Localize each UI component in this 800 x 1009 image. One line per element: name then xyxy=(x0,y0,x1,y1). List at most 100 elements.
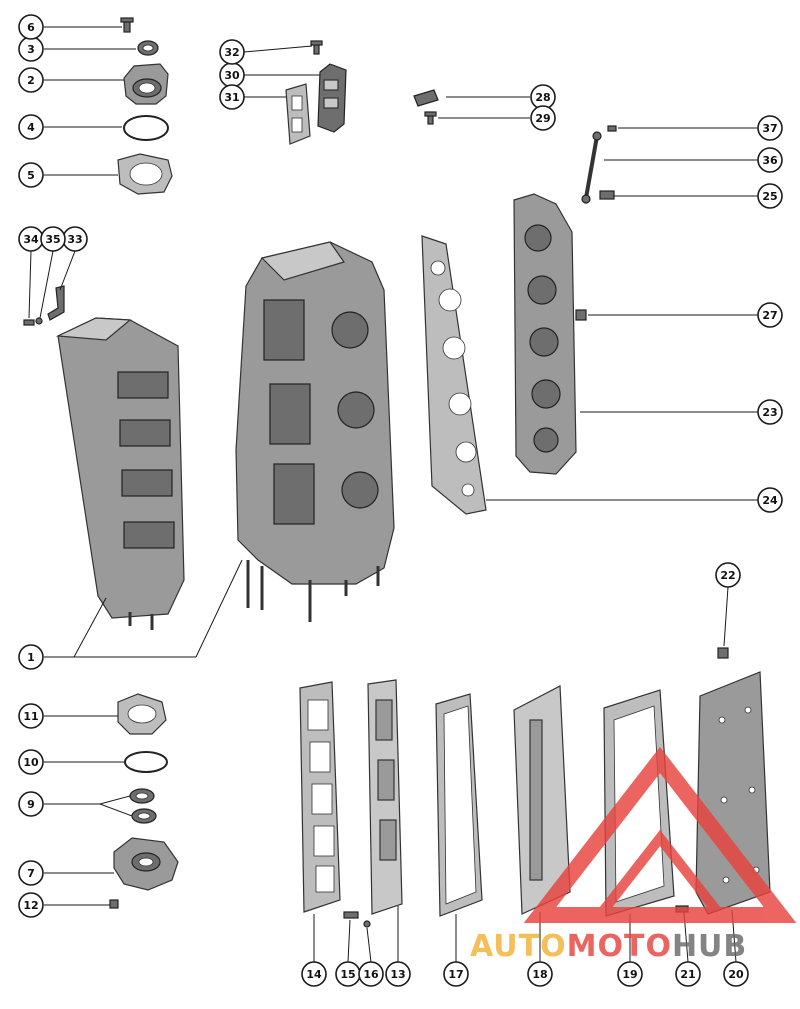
callout-1: 1 xyxy=(18,644,44,670)
gasket-19-drawing xyxy=(603,689,675,917)
callout-circle xyxy=(757,399,783,425)
callout-circle xyxy=(757,302,783,328)
seals-9-drawing xyxy=(129,788,157,824)
watermark-hub: HUB xyxy=(672,929,747,964)
callout-number: 29 xyxy=(535,112,550,125)
callout-circle xyxy=(40,226,66,252)
o-ring-10-drawing xyxy=(124,751,168,773)
seal-3-drawing xyxy=(137,40,159,56)
callout-circle xyxy=(18,644,44,670)
callout-22: 22 xyxy=(715,562,741,588)
screw-29-drawing xyxy=(424,111,437,125)
callout-31: 31 xyxy=(219,84,245,110)
callout-13: 13 xyxy=(385,961,411,987)
callout-32: 32 xyxy=(219,39,245,65)
callout-number: 5 xyxy=(27,169,35,182)
screw-37-drawing xyxy=(607,125,617,132)
callout-18: 18 xyxy=(527,961,553,987)
screw-6-drawing xyxy=(120,17,134,33)
callout-circle xyxy=(385,961,411,987)
callout-number: 23 xyxy=(762,406,777,419)
callout-29: 29 xyxy=(530,105,556,131)
washer-35-drawing xyxy=(35,317,43,325)
callout-number: 20 xyxy=(728,968,744,981)
callout-15: 15 xyxy=(335,961,361,987)
callout-35: 35 xyxy=(40,226,66,252)
callout-number: 14 xyxy=(306,968,322,981)
callout-11: 11 xyxy=(18,703,44,729)
callout-circle xyxy=(715,562,741,588)
callout-28: 28 xyxy=(530,84,556,110)
callout-number: 28 xyxy=(535,91,550,104)
gasket-17-drawing xyxy=(435,693,483,917)
callout-number: 31 xyxy=(224,91,239,104)
callout-16: 16 xyxy=(358,961,384,987)
callout-number: 13 xyxy=(390,968,405,981)
callout-24: 24 xyxy=(757,487,783,513)
callout-circle xyxy=(358,961,384,987)
callout-number: 37 xyxy=(762,122,777,135)
part-drawings xyxy=(23,17,771,928)
callout-17: 17 xyxy=(443,961,469,987)
callout-19: 19 xyxy=(617,961,643,987)
callout-number: 30 xyxy=(224,69,240,82)
callout-37: 37 xyxy=(757,115,783,141)
callout-number: 35 xyxy=(45,233,60,246)
callout-circle xyxy=(530,105,556,131)
callout-circle xyxy=(18,749,44,775)
callout-circle xyxy=(723,961,749,987)
end-cap-7-drawing xyxy=(113,837,179,891)
callout-number: 19 xyxy=(622,968,637,981)
watermark-auto: AUTO xyxy=(470,929,567,964)
bracket-33-drawing xyxy=(47,285,65,321)
callout-circle xyxy=(757,183,783,209)
callout-number: 21 xyxy=(680,968,695,981)
callout-number: 32 xyxy=(224,46,239,59)
callout-number: 9 xyxy=(27,798,35,811)
cover-30-drawing xyxy=(317,63,347,133)
callout-circle xyxy=(18,892,44,918)
cylinder-block-1-drawing xyxy=(235,241,395,622)
callout-30: 30 xyxy=(219,62,245,88)
link-rod-36-drawing xyxy=(581,131,602,204)
callout-circle xyxy=(675,961,701,987)
plate-13-drawing xyxy=(367,679,403,915)
callout-number: 2 xyxy=(27,74,35,87)
callout-14: 14 xyxy=(301,961,327,987)
head-gasket-24-drawing xyxy=(421,235,487,515)
screw-32-drawing xyxy=(310,40,323,55)
callout-circle xyxy=(18,860,44,886)
callout-circle xyxy=(757,487,783,513)
callout-circle xyxy=(18,67,44,93)
callout-circle xyxy=(527,961,553,987)
callout-circle xyxy=(18,162,44,188)
screw-15-drawing xyxy=(343,911,359,919)
callout-number: 25 xyxy=(762,190,777,203)
callout-23: 23 xyxy=(757,399,783,425)
callout-5: 5 xyxy=(18,162,44,188)
callout-number: 24 xyxy=(762,494,778,507)
callout-number: 34 xyxy=(23,233,39,246)
callout-number: 4 xyxy=(27,121,35,134)
callout-circle xyxy=(757,115,783,141)
callout-circle xyxy=(443,961,469,987)
callout-4: 4 xyxy=(18,114,44,140)
callout-number: 27 xyxy=(762,309,777,322)
o-ring-4-drawing xyxy=(123,115,169,141)
gasket-11-drawing xyxy=(117,693,167,735)
callout-12: 12 xyxy=(18,892,44,918)
callout-number: 10 xyxy=(23,756,39,769)
svg-text:AUTOMOTOHUB: AUTOMOTOHUB xyxy=(470,929,747,964)
callout-25: 25 xyxy=(757,183,783,209)
fitting-28-drawing xyxy=(413,89,439,107)
callout-number: 1 xyxy=(27,651,35,664)
callout-number: 7 xyxy=(27,867,35,880)
watermark-moto: MOTO xyxy=(567,929,672,964)
callout-number: 11 xyxy=(23,710,38,723)
leader-lines xyxy=(28,26,758,963)
callout-circle xyxy=(18,114,44,140)
callout-33: 33 xyxy=(62,226,88,252)
screw-12-drawing xyxy=(109,899,119,909)
cover-20-drawing xyxy=(695,671,771,915)
